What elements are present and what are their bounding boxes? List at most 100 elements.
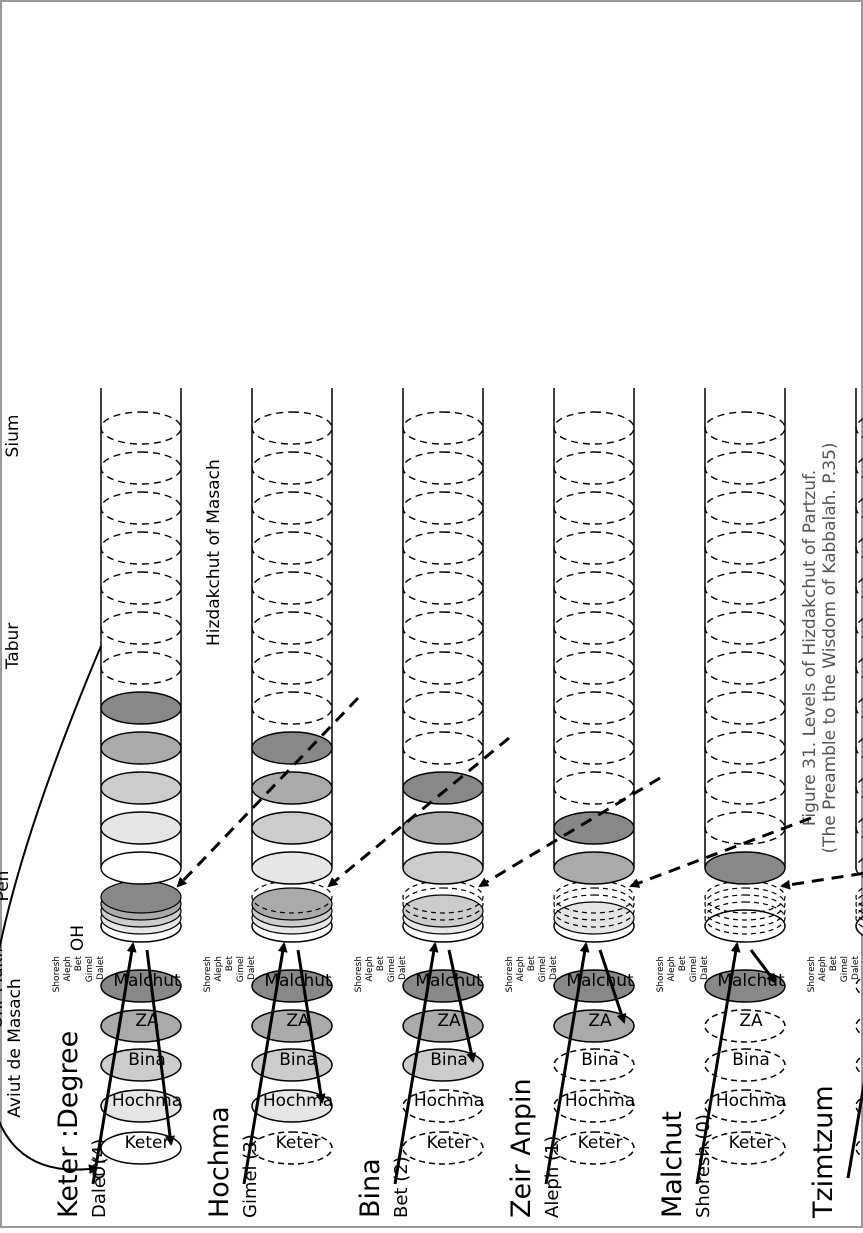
body-slice (100, 691, 182, 725)
sefira-keter (251, 1131, 333, 1165)
masach-ring (553, 901, 635, 935)
body-slice (855, 611, 863, 645)
sefira-label: ZA (135, 1011, 159, 1031)
reflected-light-arrow (749, 949, 777, 984)
aviut-label: Shoresh (505, 956, 515, 992)
body-slice (402, 771, 484, 805)
body-slice (251, 491, 333, 525)
body-slice (100, 611, 182, 645)
oh-label: OH (68, 925, 88, 951)
sefira-bina (251, 1048, 333, 1082)
sefira-label: ZA (588, 1011, 612, 1031)
tabur-label: Tabur (3, 623, 23, 671)
body-slice (553, 811, 635, 845)
masach-ring (704, 887, 786, 921)
aviut-label: Shoresh (807, 956, 817, 992)
masach-ring (553, 894, 635, 928)
reflected-light-arrow (598, 949, 627, 1024)
aviut-label: Dalet (398, 956, 408, 980)
body-slice (553, 571, 635, 605)
direct-light-arrow (695, 942, 741, 1185)
body-slice (855, 851, 863, 885)
sefira-keter (553, 1131, 635, 1165)
caption-line-1: Figure 31. Levels of Hizdakchut of Partz… (800, 470, 820, 826)
sefira-label: Bina (279, 1050, 317, 1070)
body-slice (251, 811, 333, 845)
body-slice (402, 411, 484, 445)
column-level-malchut: Shoresh (0) (693, 1114, 714, 1218)
masach-ring (855, 887, 863, 921)
aviut-label: Bet (678, 956, 688, 972)
sefira-label: Keter (276, 1133, 321, 1153)
body-slice (100, 731, 182, 765)
body-slice (402, 531, 484, 565)
body-slice (251, 851, 333, 885)
reflected-light-arrow (296, 949, 326, 1104)
reflected-light-arrow (447, 949, 477, 1063)
sefira-label: ZA (739, 1011, 763, 1031)
body-slice (251, 611, 333, 645)
body-slice (402, 451, 484, 485)
sefira-label: Keter (125, 1133, 170, 1153)
sefira-label: Hochma (112, 1091, 182, 1111)
sefira-keter (704, 1131, 786, 1165)
aviut-label: Dalet (549, 956, 559, 980)
body-slice (704, 771, 786, 805)
column-level-keter: Dalet (4) (89, 1139, 110, 1218)
aviut-label: Gimel (236, 956, 246, 982)
body-slice (402, 611, 484, 645)
body-slice (553, 451, 635, 485)
body-slice (100, 851, 182, 885)
body-slice (100, 651, 182, 685)
sefira-label: Bina (430, 1050, 468, 1070)
ohr-makif-arc (0, 645, 102, 1175)
sefira-label: Malchut (113, 971, 181, 991)
masach-ring (855, 901, 863, 935)
sefira-label: ZA (437, 1011, 461, 1031)
hizdakchut-of-masach-label: Hizdakchut of Masach (204, 459, 224, 646)
aviut-label: Aleph (516, 956, 526, 982)
body-slice (704, 531, 786, 565)
masach-ring (855, 894, 863, 928)
body-slice (402, 571, 484, 605)
body-slice (704, 611, 786, 645)
body-cylinder (704, 388, 786, 885)
body-slice (100, 571, 182, 605)
body-slice (402, 491, 484, 525)
column-level-hochma: Gimel (3) (240, 1134, 261, 1218)
transition-arrow (629, 816, 812, 888)
masach-ring (553, 887, 635, 921)
body-slice (251, 731, 333, 765)
masach-ring (100, 880, 182, 914)
aviut-label: Dalet (96, 956, 106, 980)
sefira-label: Hochma (716, 1091, 786, 1111)
column-level-zeir-anpin: Aleph (1) (542, 1136, 563, 1218)
body-slice (704, 411, 786, 445)
body-slice (402, 651, 484, 685)
sefira-label: Malchut (566, 971, 634, 991)
body-slice (402, 731, 484, 765)
sefira-malchut (251, 969, 333, 1003)
body-slice (553, 531, 635, 565)
sefira-label: Malchut (415, 971, 483, 991)
column-title-tzimtzum: Tzimtzum (808, 1085, 839, 1219)
body-cylinder (251, 388, 333, 885)
sefira-label: Malchut (264, 971, 332, 991)
body-slice (251, 411, 333, 445)
sefira-hochma (704, 1089, 786, 1123)
sefira-label: Keter (729, 1133, 774, 1153)
body-slice (855, 811, 863, 845)
sefira-bina (704, 1048, 786, 1082)
body-slice (855, 731, 863, 765)
body-slice (553, 411, 635, 445)
column-tzimtzum: KeterHochmaBinaZAMalchutShoreshAlephBetG… (807, 388, 863, 1179)
sefira-hochma (251, 1089, 333, 1123)
body-slice (855, 771, 863, 805)
peh-disc (855, 909, 863, 943)
aviut-label: Gimel (85, 956, 95, 982)
